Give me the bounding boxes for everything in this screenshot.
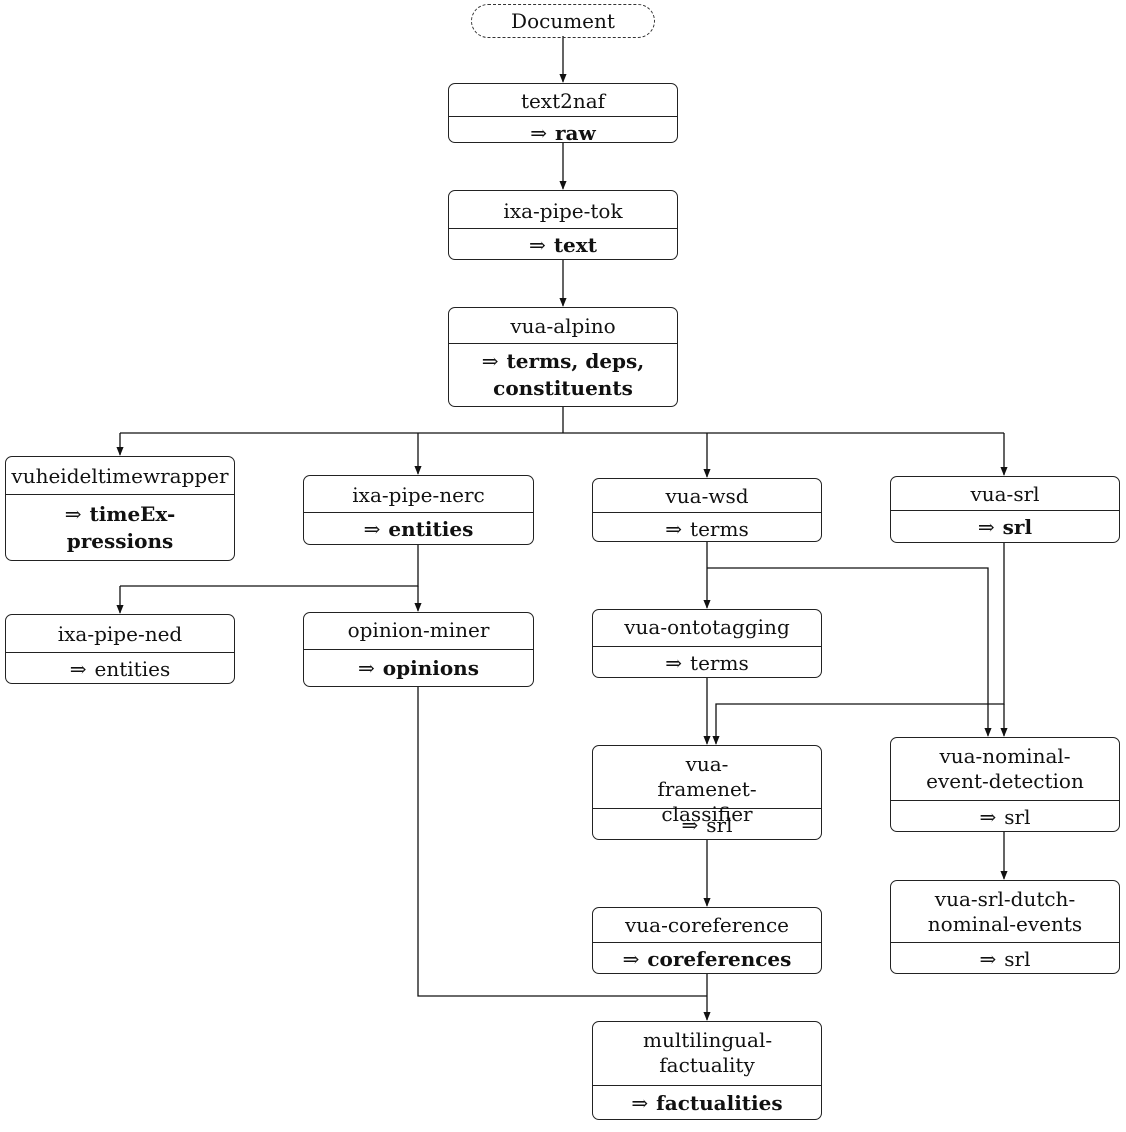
- node-output: ⇒ entities: [6, 653, 234, 683]
- node-output: ⇒ raw: [449, 117, 677, 143]
- node-output: ⇒timeEx- pressions: [6, 495, 234, 560]
- node-name: vua-nominal- event-detection: [891, 738, 1119, 801]
- edge-srl-framenet: [712, 543, 1005, 745]
- node-name: vua-alpino: [449, 308, 677, 344]
- arrow-symbol: ⇒: [622, 947, 640, 971]
- arrow-symbol: ⇒: [665, 517, 683, 541]
- node-name: opinion-miner: [304, 613, 533, 650]
- node-output: ⇒ srl: [891, 943, 1119, 973]
- node-output: ⇒ opinions: [304, 650, 533, 685]
- node-vua-ontotagging: vua-ontotagging ⇒ terms: [592, 609, 822, 678]
- node-name: ixa-pipe-ned: [6, 615, 234, 653]
- document-label: Document: [511, 9, 615, 33]
- output-layer: entities: [94, 657, 171, 681]
- node-name: vuheideltimewrapper: [6, 457, 234, 495]
- node-output: ⇒ factualities: [593, 1086, 821, 1119]
- node-output: ⇒ coreferences: [593, 943, 821, 973]
- node-vuheideltimewrapper: vuheideltimewrapper ⇒timeEx- pressions: [5, 456, 235, 561]
- output-layer: terms: [690, 651, 749, 675]
- arrow-symbol: ⇒: [530, 121, 548, 143]
- node-name: vua-srl: [891, 477, 1119, 511]
- node-output: ⇒ srl: [593, 809, 821, 839]
- node-output: ⇒ entities: [304, 513, 533, 544]
- edge-opinion-factuality: [417, 687, 707, 997]
- output-layer: srl: [1004, 805, 1031, 829]
- edge-wsd-nominal: [707, 567, 992, 737]
- node-name: vua-wsd: [593, 479, 821, 513]
- node-vua-srl-dutch-nominal-events: vua-srl-dutch- nominal-events ⇒ srl: [890, 880, 1120, 974]
- arrow-symbol: ⇒: [363, 517, 381, 541]
- node-vua-wsd: vua-wsd ⇒ terms: [592, 478, 822, 542]
- node-multilingual-factuality: multilingual- factuality ⇒ factualities: [592, 1021, 822, 1120]
- output-layer: coreferences: [647, 947, 792, 971]
- arrow-symbol: ⇒: [529, 233, 546, 257]
- arrow-symbol: ⇒: [358, 656, 375, 680]
- arrow-symbol: ⇒: [979, 947, 997, 971]
- output-layer: text: [553, 233, 597, 257]
- node-output: ⇒ srl: [891, 801, 1119, 831]
- node-vua-coreference: vua-coreference ⇒ coreferences: [592, 907, 822, 974]
- arrow-symbol: ⇒: [681, 813, 699, 837]
- output-layer: entities: [388, 517, 474, 541]
- node-ixa-pipe-nerc: ixa-pipe-nerc ⇒ entities: [303, 475, 534, 545]
- node-output: ⇒terms, deps, constituents: [449, 344, 677, 406]
- node-name: vua-coreference: [593, 908, 821, 943]
- node-ixa-pipe-tok: ixa-pipe-tok ⇒ text: [448, 190, 678, 260]
- arrow-symbol: ⇒: [977, 515, 995, 539]
- node-name: ixa-pipe-nerc: [304, 476, 533, 513]
- node-vua-alpino: vua-alpino ⇒terms, deps, constituents: [448, 307, 678, 407]
- output-layer: srl: [706, 813, 733, 837]
- node-name: vua-ontotagging: [593, 610, 821, 647]
- node-name: vua-framenet- classifier: [593, 746, 821, 826]
- output-layer: terms, deps, constituents: [493, 349, 645, 400]
- arrow-symbol: ⇒: [631, 1091, 649, 1115]
- output-layer: timeEx- pressions: [66, 502, 176, 553]
- node-ixa-pipe-ned: ixa-pipe-ned ⇒ entities: [5, 614, 235, 684]
- arrow-symbol: ⇒: [481, 349, 499, 373]
- output-layer: terms: [690, 517, 749, 541]
- output-layer: raw: [555, 121, 596, 143]
- node-name: multilingual- factuality: [593, 1022, 821, 1086]
- node-output: ⇒ terms: [593, 513, 821, 541]
- node-name: text2naf: [449, 84, 677, 117]
- arrow-symbol: ⇒: [665, 651, 683, 675]
- node-output: ⇒ terms: [593, 647, 821, 677]
- edge-alpino-branch: [120, 407, 1004, 434]
- node-vua-srl: vua-srl ⇒ srl: [890, 476, 1120, 543]
- node-name: vua-srl-dutch- nominal-events: [891, 881, 1119, 943]
- arrow-symbol: ⇒: [64, 502, 82, 526]
- document-source-node: Document: [471, 4, 655, 38]
- arrow-symbol: ⇒: [979, 805, 997, 829]
- output-layer: srl: [1002, 515, 1033, 539]
- node-vua-nominal-event-detection: vua-nominal- event-detection ⇒ srl: [890, 737, 1120, 832]
- arrow-symbol: ⇒: [69, 657, 87, 681]
- node-output: ⇒ text: [449, 229, 677, 259]
- output-layer: opinions: [382, 656, 479, 680]
- node-text2naf: text2naf ⇒ raw: [448, 83, 678, 143]
- node-name: ixa-pipe-tok: [449, 191, 677, 229]
- output-layer: srl: [1004, 947, 1031, 971]
- output-layer: factualities: [656, 1091, 783, 1115]
- node-opinion-miner: opinion-miner ⇒ opinions: [303, 612, 534, 687]
- node-output: ⇒ srl: [891, 511, 1119, 542]
- node-vua-framenet-classifier: vua-framenet- classifier ⇒ srl: [592, 745, 822, 840]
